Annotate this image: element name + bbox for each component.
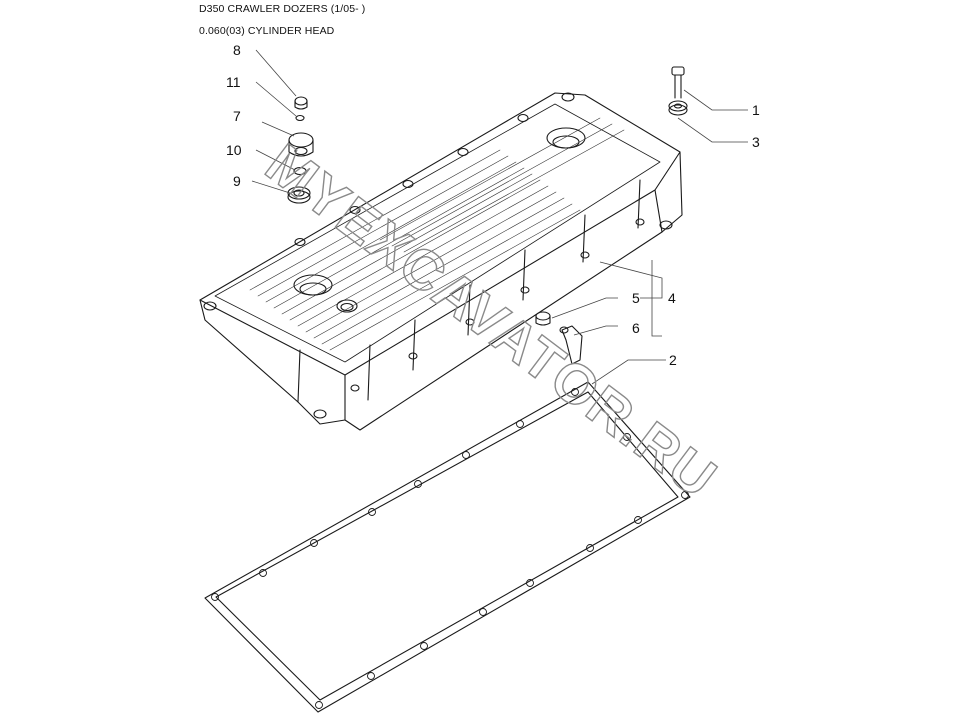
filler-cap xyxy=(288,132,314,157)
callout-6: 6 xyxy=(632,320,640,336)
callout-9: 9 xyxy=(233,173,241,189)
callout-10: 10 xyxy=(226,142,242,158)
gasket xyxy=(204,381,691,713)
callout-8: 8 xyxy=(233,42,241,58)
leader-lines xyxy=(251,49,748,385)
elbow-connector xyxy=(559,325,583,365)
seal-ring xyxy=(293,166,307,176)
bolt xyxy=(671,66,685,99)
cover-fins xyxy=(249,117,625,351)
callout-2: 2 xyxy=(669,352,677,368)
o-ring xyxy=(295,114,305,122)
washer xyxy=(668,100,688,116)
callout-1: 1 xyxy=(752,102,760,118)
callout-4: 4 xyxy=(668,290,676,306)
diagram-title: D350 CRAWLER DOZERS (1/05- ) xyxy=(199,3,366,15)
callout-11: 11 xyxy=(226,74,241,90)
callout-3: 3 xyxy=(752,134,760,150)
callout-7: 7 xyxy=(233,108,241,124)
valve-cover xyxy=(199,92,683,431)
callout-5: 5 xyxy=(632,290,640,306)
diagram-section: 0.060(03) CYLINDER HEAD xyxy=(199,25,335,37)
plug xyxy=(294,96,308,110)
fitting xyxy=(535,311,551,326)
adapter xyxy=(287,186,311,204)
